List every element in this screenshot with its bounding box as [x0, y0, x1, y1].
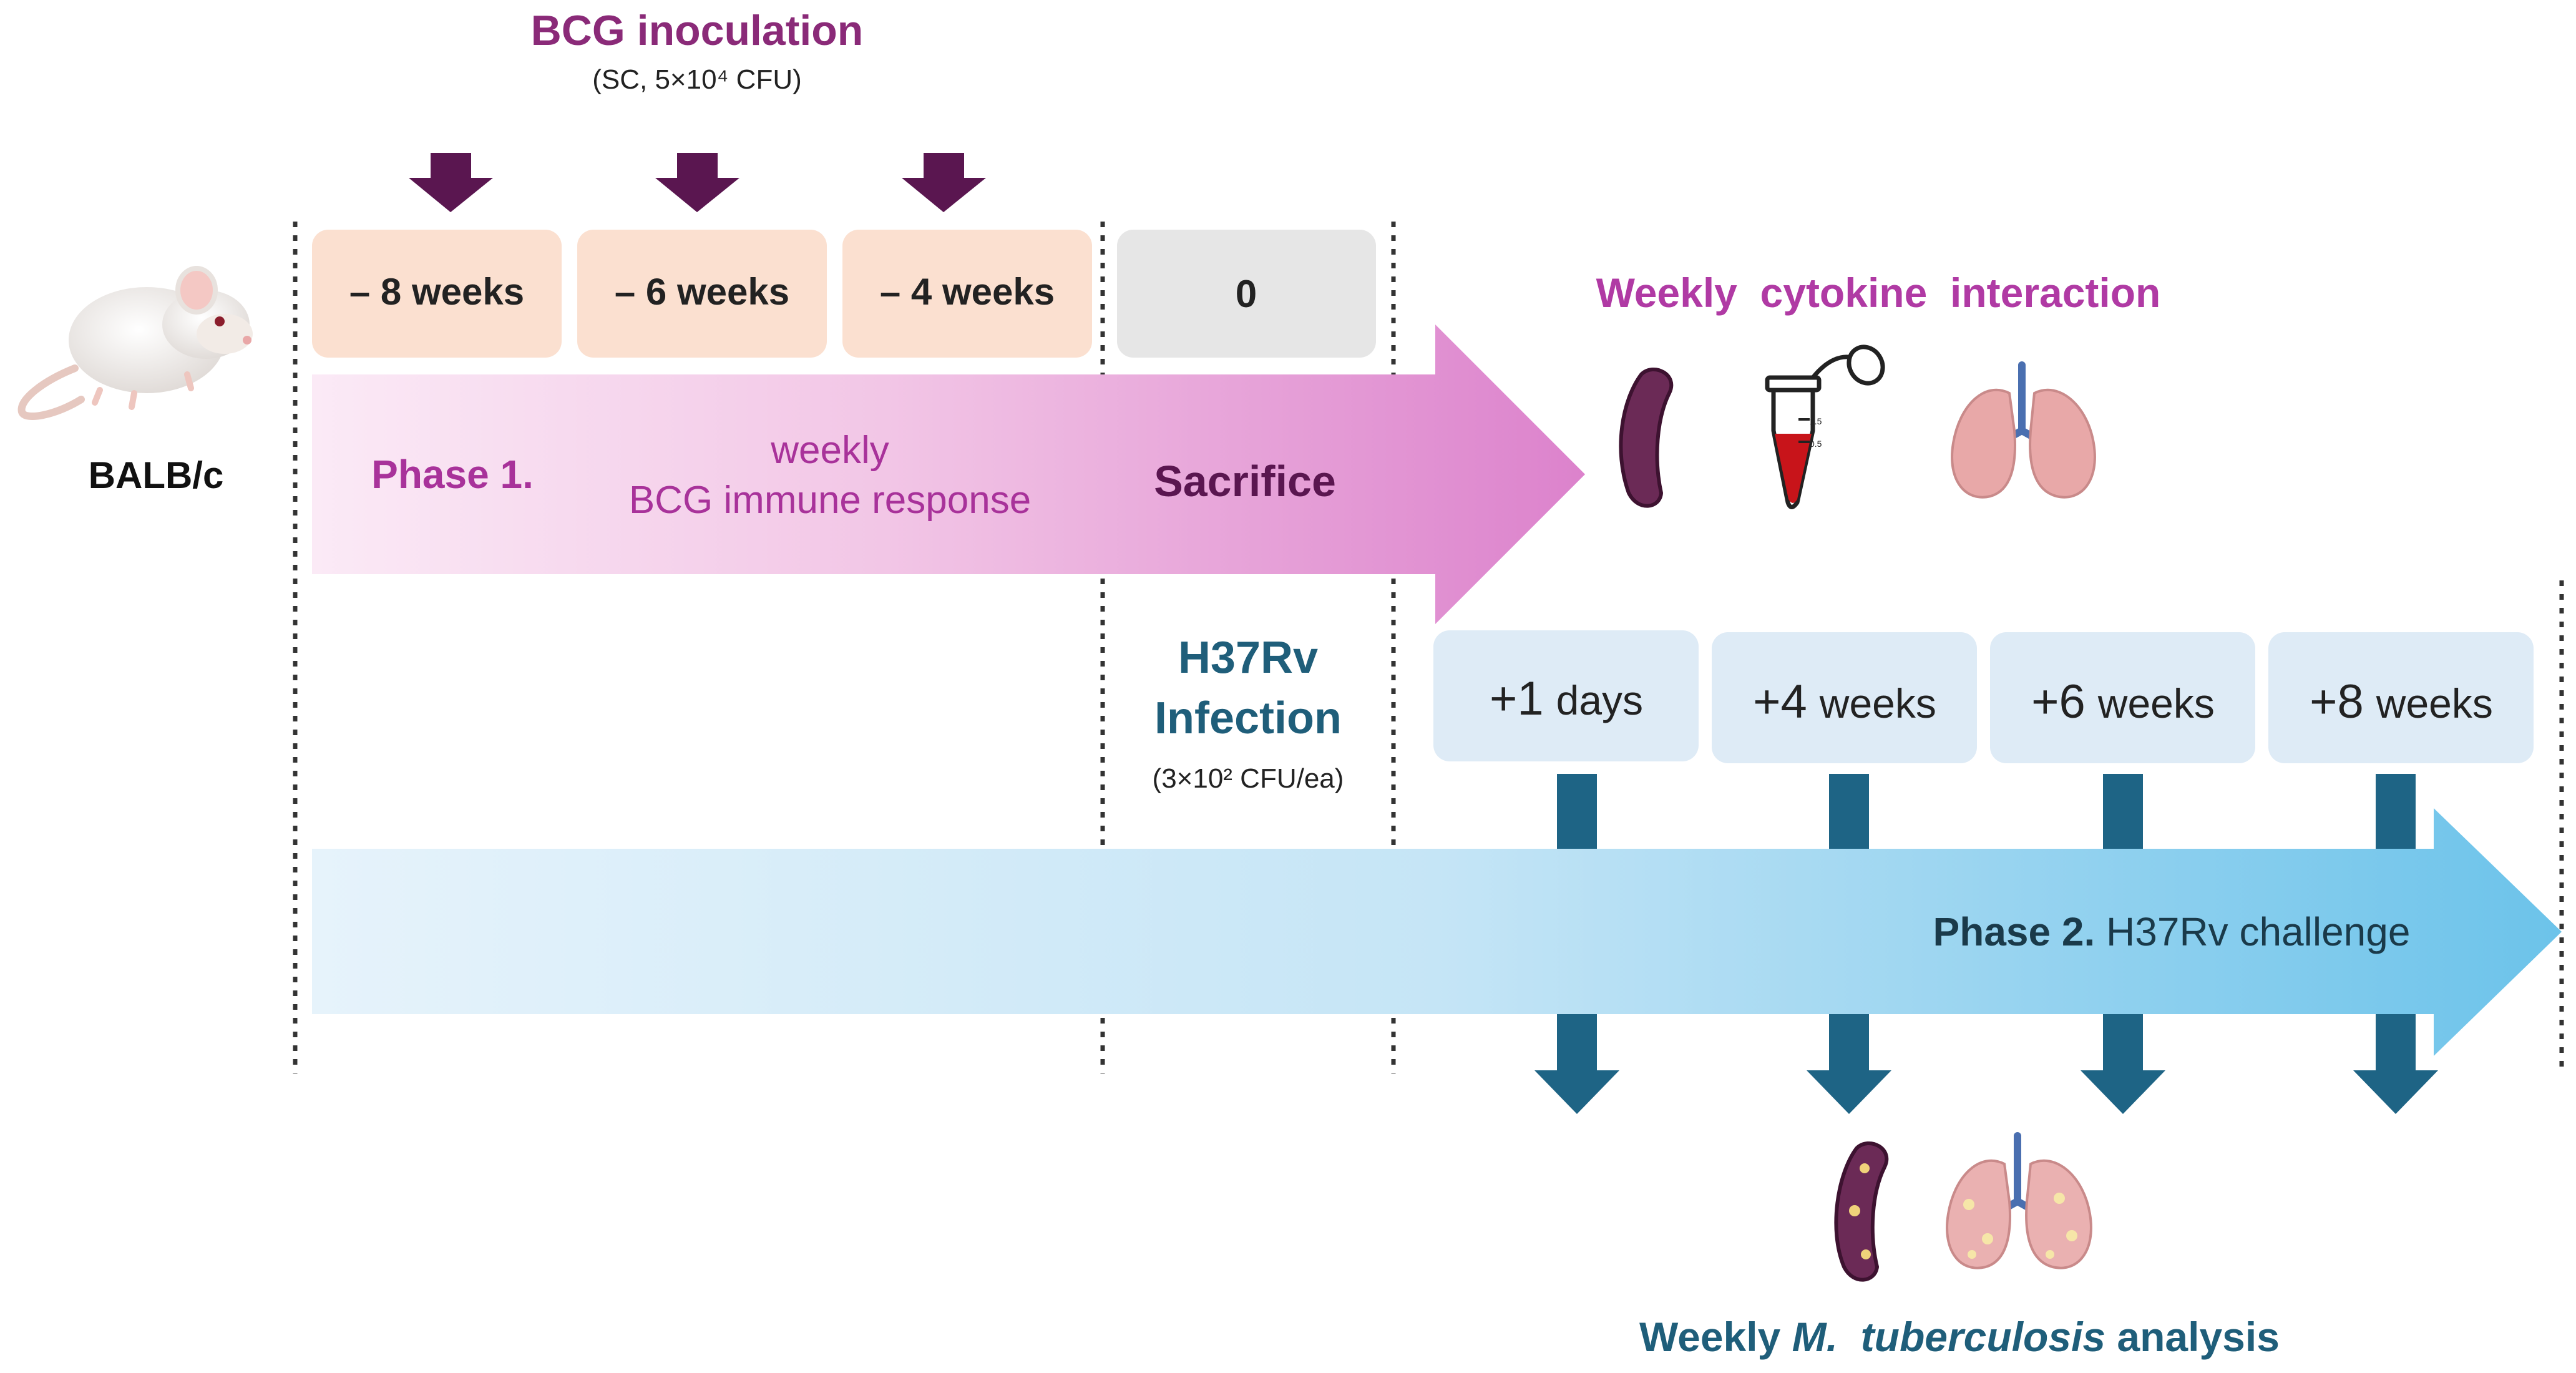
timepoint-label: – 4 weeks [880, 271, 1055, 313]
phase1-label: Phase 1. [371, 452, 534, 497]
cytokine-title: Weekly cytokine interaction [1596, 270, 2161, 316]
bcg-inoculation-title: BCG inoculation [531, 7, 864, 54]
phase2-arrow [312, 808, 2562, 1056]
lungs-icon [1951, 361, 2096, 499]
zero-box [1117, 230, 1376, 358]
mouse-icon [17, 266, 253, 420]
sacrifice-label: Sacrifice [1154, 457, 1336, 506]
timepoint-box [312, 230, 562, 358]
timepoint-box [1990, 632, 2255, 763]
tube-icon: 1.5 0.5 [1765, 344, 1885, 509]
infection-line2: Infection [1154, 693, 1342, 743]
tube-mark-label: 0.5 [1810, 439, 1822, 449]
analysis-down-arrow [2353, 1014, 2438, 1114]
zero-label: 0 [1236, 273, 1257, 316]
timepoint-box [2268, 632, 2534, 763]
phase1-arrow [312, 325, 1585, 624]
bcg-down-arrow [902, 153, 986, 212]
analysis-down-arrow [1534, 1014, 1619, 1114]
connector-stem [2376, 774, 2416, 849]
connector-stem [1829, 774, 1869, 849]
phase1-response-line1: weekly [770, 429, 889, 472]
infection-line1: H37Rv [1178, 633, 1318, 683]
bcg-down-arrow [409, 153, 493, 212]
timepoint-box [842, 230, 1092, 358]
timepoint-label: – 6 weeks [615, 271, 789, 313]
tube-mark-label: 1.5 [1810, 416, 1822, 426]
analysis-down-arrow [1807, 1014, 1891, 1114]
bcg-down-arrow [655, 153, 739, 212]
connector-stem [2103, 774, 2143, 849]
analysis-caption: Weekly M. tuberculosis analysis [1639, 1314, 2280, 1360]
phase1-response-line2: BCG immune response [629, 479, 1031, 522]
phase2-label: Phase 2. H37Rv challenge [1933, 909, 2411, 954]
infected-spleen-icon [1834, 1141, 1889, 1282]
bcg-dose-text: (SC, 5×10⁴ CFU) [592, 64, 802, 95]
timepoint-box [1712, 632, 1977, 763]
timepoint-box [577, 230, 827, 358]
spleen-icon [1619, 367, 1674, 508]
analysis-down-arrow [2081, 1014, 2165, 1114]
timepoint-box [1433, 630, 1699, 761]
mouse-strain-label: BALB/c [89, 454, 224, 496]
connector-stem [1557, 774, 1597, 849]
infection-dose: (3×10² CFU/ea) [1153, 763, 1344, 794]
infected-lungs-icon [1946, 1132, 2092, 1269]
timepoint-label: – 8 weeks [349, 271, 524, 313]
